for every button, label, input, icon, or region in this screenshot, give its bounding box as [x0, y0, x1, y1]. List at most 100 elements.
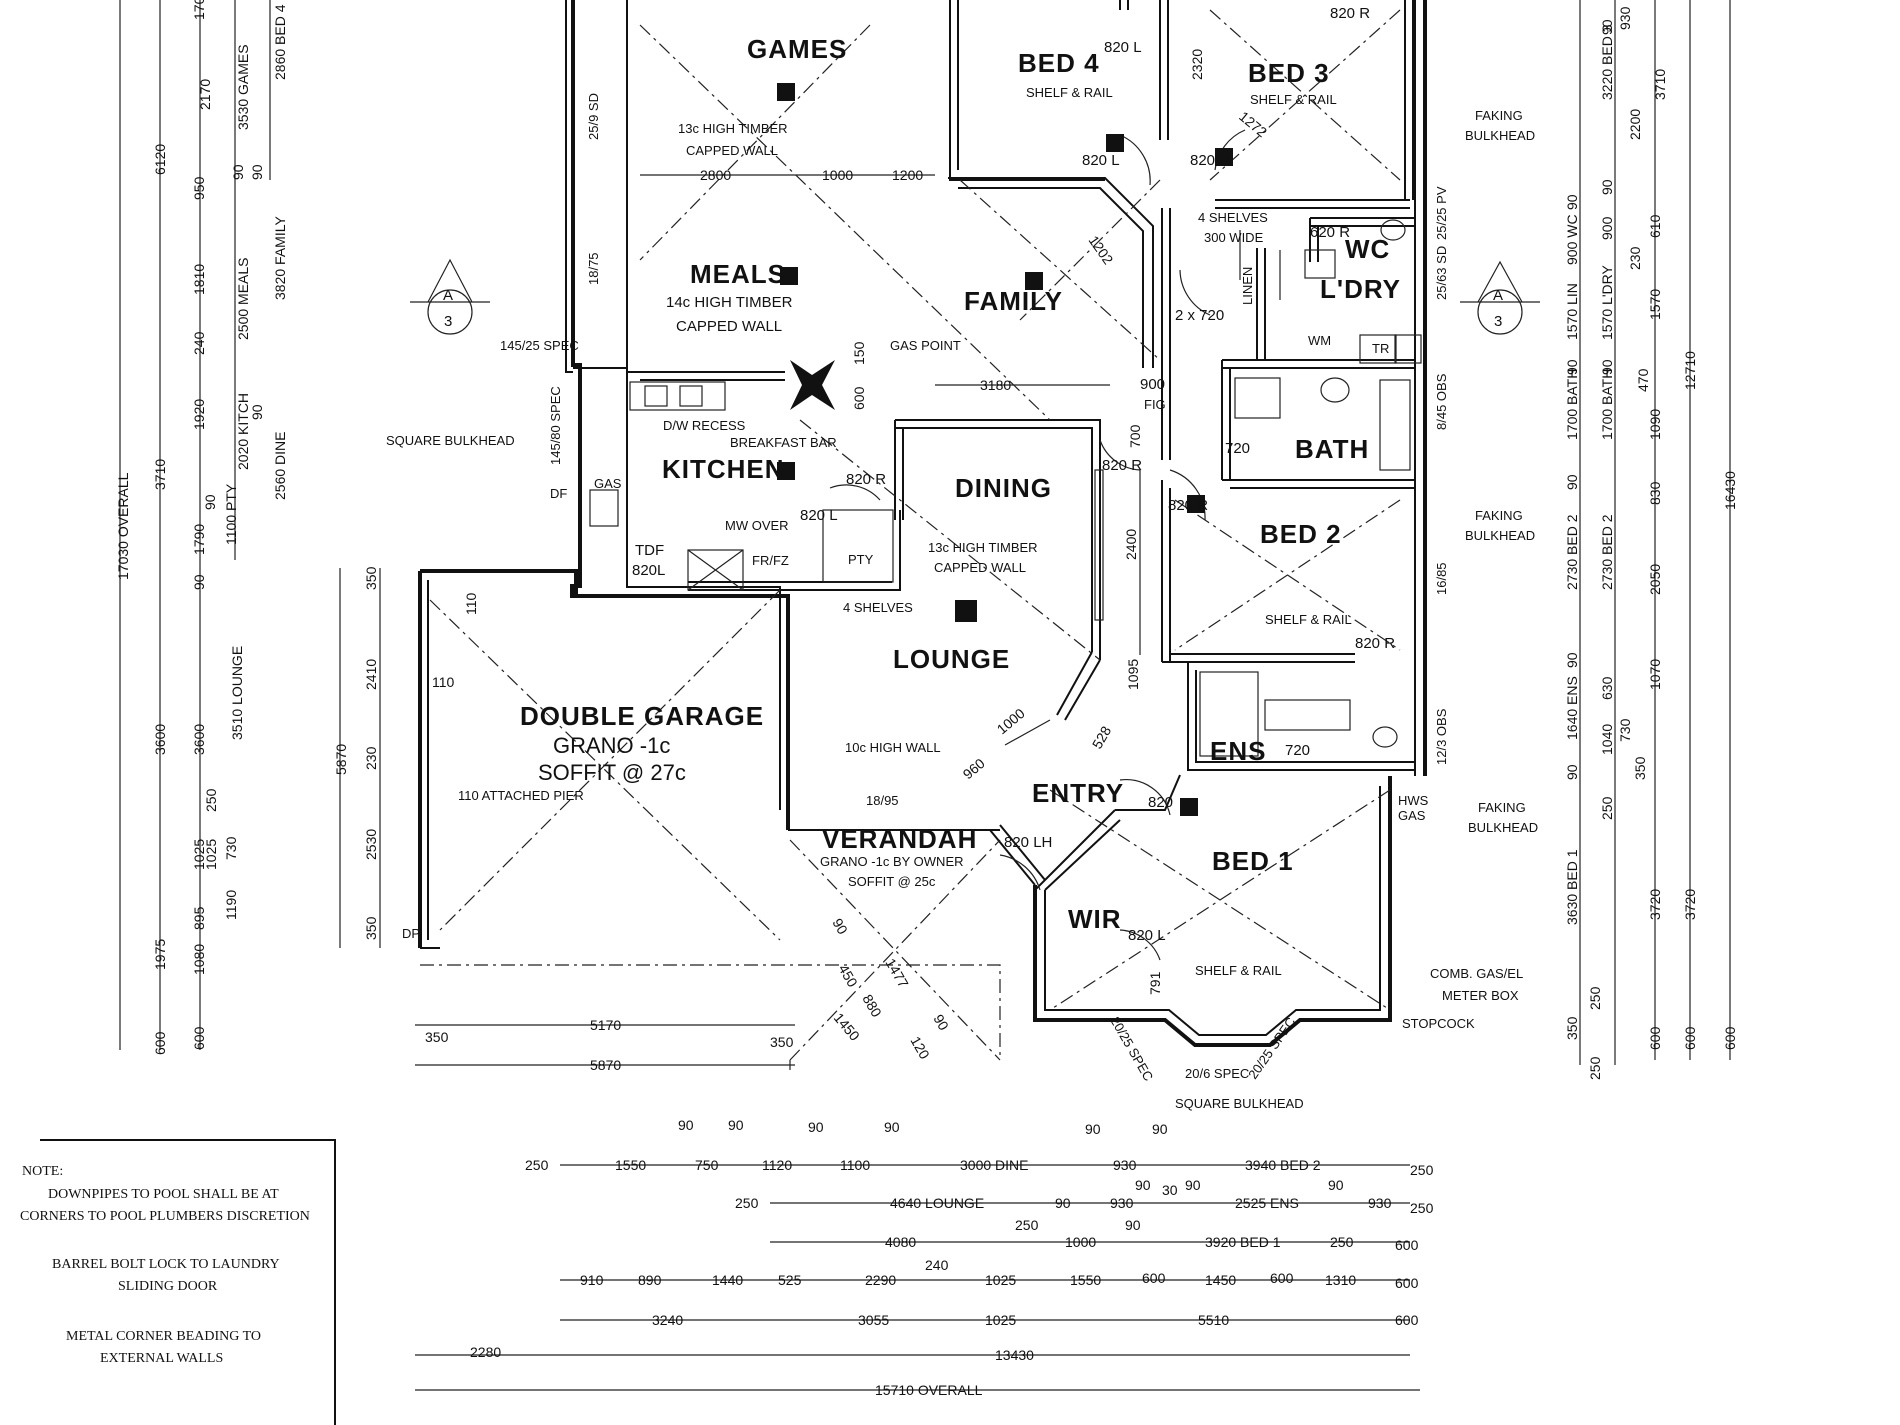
dim-r1c-12: 250: [1587, 1056, 1603, 1080]
wm-box: [1304, 249, 1336, 279]
dim-r5-1: 3055: [858, 1312, 889, 1328]
right-dimensions: 90 900 WC 1570 LIN 90 1700 BATH 90 2730 …: [1434, 0, 1738, 1080]
wall-hall-left: [1161, 208, 1171, 460]
wall-garage-top: [420, 569, 578, 596]
roof-line-2: [799, 179, 1161, 661]
dim-r2c-11: 250: [1599, 796, 1615, 820]
label-hws: HWS: [1398, 793, 1429, 808]
mw-cross: [687, 549, 744, 591]
dim-r3c-4: 1570: [1647, 289, 1663, 320]
dim-r2c-1: 90: [1599, 19, 1615, 35]
wall-wc: [1309, 217, 1415, 262]
label-dw-recess: D/W RECESS: [663, 418, 746, 433]
dim-l2-7: 3600: [191, 724, 207, 755]
dim-r3-3: 250: [1330, 1234, 1354, 1250]
section-arrow-right: [1460, 260, 1540, 303]
dim-90a: 90: [829, 916, 851, 938]
label-bed4-shelf: SHELF & RAIL: [1026, 85, 1113, 100]
dw-box: [679, 385, 703, 407]
wall-wir-top: [1115, 774, 1181, 811]
roof-line-1: [639, 24, 1051, 421]
dim-r5-3: 5510: [1198, 1312, 1229, 1328]
light-markers: [777, 83, 1233, 816]
label-square-bulkhead-2: SQUARE BULKHEAD: [1175, 1096, 1304, 1111]
label-fig: FIG: [1144, 397, 1166, 412]
wm-box2: [1359, 334, 1397, 364]
label-dining-wall-1: 13c HIGH TIMBER: [928, 540, 1038, 555]
dim-r2t-0: 90: [1135, 1177, 1151, 1193]
section-circle-left: [427, 289, 473, 335]
room-bed1: BED 1: [1212, 846, 1294, 876]
dim-r4c-2: 600: [1682, 1026, 1698, 1050]
dim-r3c-13: 600: [1647, 1026, 1663, 1050]
door-size-8: 820 R: [1168, 497, 1208, 514]
light-games: [777, 83, 795, 101]
dim-r2-2: 90: [1055, 1195, 1071, 1211]
sliding-door-dining: [1094, 469, 1104, 621]
door-linen: [1239, 230, 1281, 300]
dim-r1c-0: 90: [1564, 194, 1580, 210]
dim-r2t-3: 90: [1328, 1177, 1344, 1193]
label-fr-fz: FR/FZ: [752, 553, 789, 568]
dim-r2c-0: 3220 BED 3: [1599, 24, 1615, 100]
dim-r4-5: 1025: [985, 1272, 1016, 1288]
dim-g-350b: 350: [770, 1034, 794, 1050]
dim-r1-0: 250: [525, 1157, 549, 1173]
wall-bed2: [1161, 480, 1355, 663]
ens-vanity: [1264, 699, 1351, 731]
dim-l3-1: 90: [230, 164, 246, 180]
dim-l4-3: 90: [249, 404, 265, 420]
dim-l2-6: 90: [191, 574, 207, 590]
dim-r2c-12: 250: [1587, 986, 1603, 1010]
label-spec-18-95: 18/95: [866, 793, 899, 808]
label-spec-20-25-b: 20/25 SPEC: [1245, 1015, 1298, 1082]
dim-l3-5: 1100 PTY: [223, 483, 239, 545]
dim-r4-1: 890: [638, 1272, 662, 1288]
dim-l1-0: 6120: [152, 144, 168, 175]
label-garage-grano: GRANO -1c: [553, 733, 670, 758]
wall-lounge-diagonal: [1056, 651, 1101, 721]
dim-1000: 1000: [822, 167, 853, 183]
wall-dining: [895, 419, 1101, 660]
wc-pan: [1380, 219, 1406, 241]
dim-r1-4: 1100: [840, 1157, 870, 1173]
dim-r4-7: 600: [1142, 1270, 1166, 1286]
dim-l4-2: 3820 FAMILY: [272, 216, 288, 300]
dim-1000b: 1000: [994, 705, 1028, 737]
dim-r1c-5: 90: [1564, 474, 1580, 490]
dim-r2t-1: 30: [1162, 1182, 1178, 1198]
label-bed3-shelf: SHELF & RAIL: [1250, 92, 1337, 107]
dim-l2-5: 1790: [191, 524, 207, 555]
label-shelves-4b: 300 WIDE: [1204, 230, 1264, 245]
label-games-wall-1: 13c HIGH TIMBER: [678, 121, 788, 136]
dim-700: 700: [1127, 424, 1143, 448]
label-spec-20-25-a: 20/25 SPEC: [1107, 1014, 1156, 1083]
spec-right-2: 16/85: [1434, 562, 1449, 595]
note-2b: SLIDING DOOR: [118, 1279, 218, 1294]
dim-350b: 350: [363, 916, 379, 940]
note-title: NOTE:: [22, 1164, 63, 1179]
label-verandah-soffit: SOFFIT @ 25c: [848, 874, 936, 889]
roof-lines: [420, 9, 1401, 1070]
spec-right-3: 12/3 OBS: [1434, 708, 1449, 765]
dim-1095: 1095: [1125, 659, 1141, 690]
fixtures: [589, 219, 1422, 757]
room-bed2: BED 2: [1260, 519, 1342, 549]
dim-350a: 350: [363, 566, 379, 590]
dim-r2-5: 930: [1368, 1195, 1392, 1211]
light-bed3: [1215, 148, 1233, 166]
dim-l2-1: 950: [191, 176, 207, 200]
dim-l2-9: 1080: [191, 944, 207, 975]
dim-960: 960: [960, 755, 988, 782]
door-size-14: 720: [1285, 742, 1310, 759]
room-verandah: VERANDAH: [822, 824, 977, 854]
dim-r2c-3: 90: [1599, 179, 1615, 195]
gas-stove: [589, 489, 619, 527]
label-tr: TR: [1372, 341, 1389, 356]
dim-r1c-11: 350: [1564, 1016, 1580, 1040]
dim-450: 450: [835, 962, 861, 990]
roof-line-bed1: [1049, 789, 1391, 1011]
mw-over-box: [687, 549, 744, 591]
dim-r3-2: 3920 BED 1: [1205, 1234, 1281, 1250]
